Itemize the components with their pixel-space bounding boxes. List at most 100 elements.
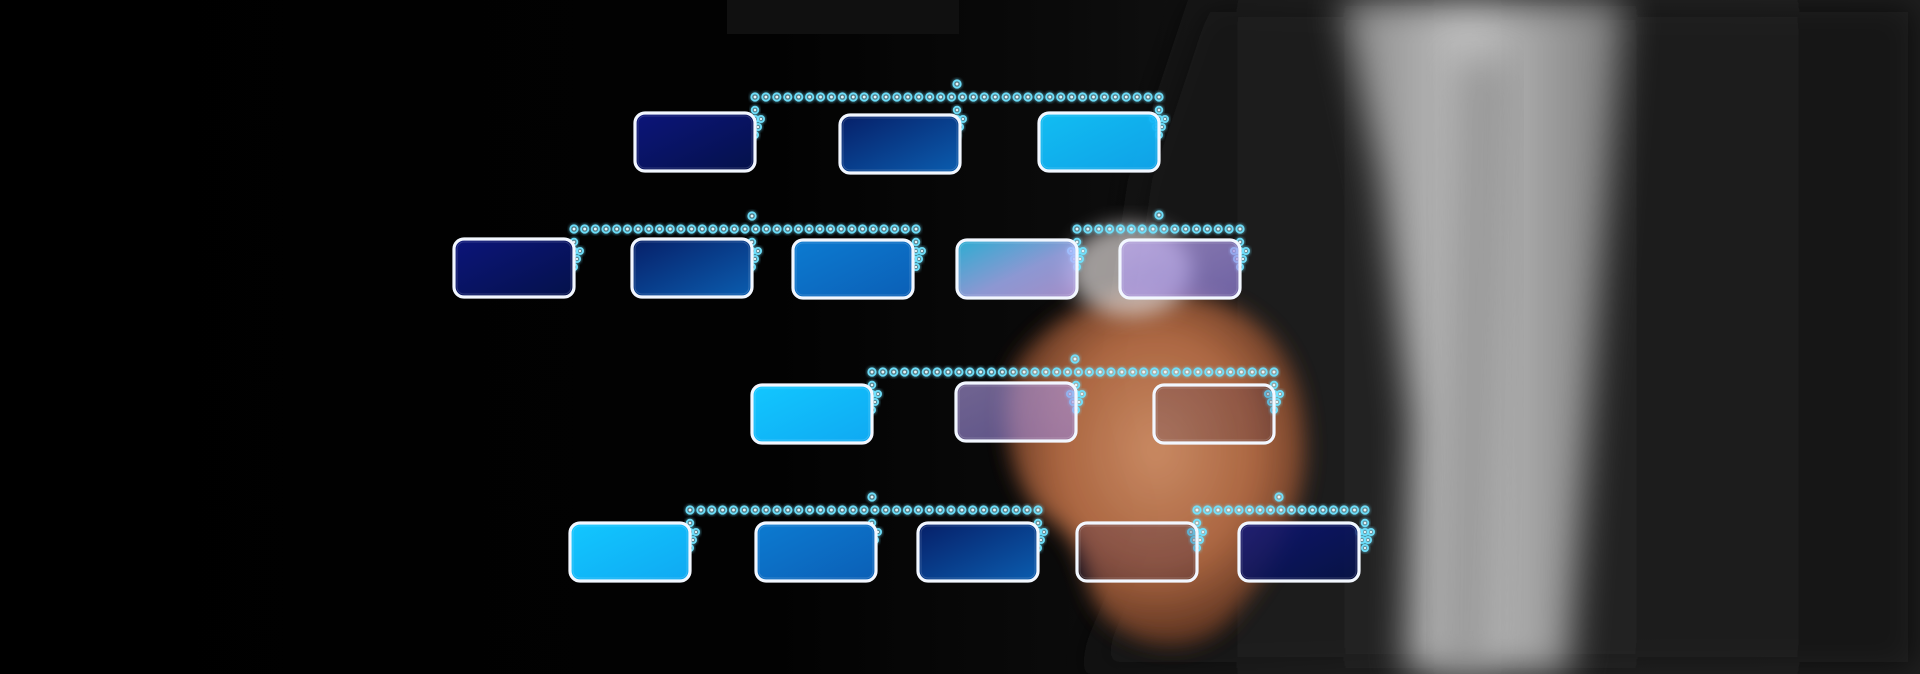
middle-group-connector-dot xyxy=(1084,367,1094,377)
middle-group-connector-dot xyxy=(1106,367,1116,377)
lower-left-group-connector-dot xyxy=(772,505,782,515)
top-group-connector-dot xyxy=(1121,92,1131,102)
lower-right-group-root-dot xyxy=(1274,492,1284,502)
right-subgroup-connector-dot xyxy=(1170,224,1180,234)
lower-left-group-connector-dot xyxy=(750,505,760,515)
lower-left-group-root-dot xyxy=(867,492,877,502)
lower-right-group-connector-dot xyxy=(1360,505,1370,515)
left-subgroup-connector-dot xyxy=(772,224,782,234)
left-subgroup-connector-dot xyxy=(740,224,750,234)
middle-group-arrow-dot xyxy=(874,389,883,398)
right-subgroup-root-dot xyxy=(1154,210,1164,220)
lower-left-group-connector-dot xyxy=(968,505,978,515)
lower-left-group-connector-dot xyxy=(881,505,891,515)
middle-group-connector-dot xyxy=(1193,367,1203,377)
lower-left-group-connector-dot xyxy=(935,505,945,515)
top-group-connector-dot xyxy=(761,92,771,102)
top-group-connector-dot xyxy=(936,92,946,102)
top-group-connector-dot xyxy=(1067,92,1077,102)
lower-left-group-connector-dot xyxy=(924,505,934,515)
top-group-arrow-dot xyxy=(757,115,766,124)
top-group-connector-dot xyxy=(1012,92,1022,102)
top-group-connector-dot xyxy=(804,92,815,102)
lower-left-group-connector-dot xyxy=(859,505,869,515)
left-subgroup-connector-dot xyxy=(900,224,910,234)
top-group-connector-dot xyxy=(1154,92,1164,102)
top-group-connector-dot xyxy=(968,92,978,102)
lower-right-group-connector-dot xyxy=(1234,505,1244,515)
middle-group-connector-dot xyxy=(1236,367,1247,377)
lower-left-group-connector-dot xyxy=(761,505,771,515)
right-subgroup-connector-dot xyxy=(1094,224,1104,234)
left-subgroup-arrow-dot xyxy=(576,246,585,255)
left-subgroup-arrow-dot xyxy=(911,237,921,247)
middle-group-arrow-dot xyxy=(1276,389,1285,398)
middle-group-connector-dot xyxy=(867,367,877,377)
middle-group-connector-dot xyxy=(1269,367,1279,377)
lower-left-group-connector-dot xyxy=(989,505,1000,515)
middle-group-connector-dot xyxy=(1225,367,1236,377)
right-subgroup-connector-dot xyxy=(1202,224,1213,234)
top-group-connector-dot xyxy=(1034,92,1044,102)
lower-right-group-arrow-dot xyxy=(1361,544,1370,553)
left-subgroup-connector-dot xyxy=(622,224,633,234)
lower-left-group-connector-dot xyxy=(707,505,717,515)
top-group-arrow-dot xyxy=(750,105,760,115)
lower-left-group-connector-dot xyxy=(815,505,826,515)
lower-left-group-connector-dot xyxy=(1000,505,1010,515)
box-1 xyxy=(633,111,757,173)
lower-left-group-arrow-dot xyxy=(692,528,701,537)
left-subgroup-connector-dot xyxy=(644,224,654,234)
middle-group-connector-dot xyxy=(1008,367,1018,377)
lower-right-group-connector-dot xyxy=(1328,505,1339,515)
lower-left-group-connector-dot xyxy=(913,505,923,515)
left-subgroup-connector-dot xyxy=(697,224,707,234)
top-group-arrow-dot xyxy=(1154,105,1164,115)
right-subgroup-connector-dot xyxy=(1213,224,1223,234)
left-subgroup-connector-dot xyxy=(751,224,761,234)
top-group-connector-dot xyxy=(892,92,902,102)
middle-group-connector-dot xyxy=(965,367,975,377)
lower-right-group-arrow-dot xyxy=(1360,518,1370,528)
right-subgroup-connector-dot xyxy=(1224,224,1234,234)
lower-right-group-arrow-dot xyxy=(1192,518,1202,528)
lower-right-group-connector-dot xyxy=(1307,505,1318,515)
lower-left-group-connector-dot xyxy=(805,505,815,515)
middle-group-connector-dot xyxy=(1062,367,1073,377)
lower-left-group-connector-dot xyxy=(783,505,793,515)
top-group-connector-dot xyxy=(1023,92,1033,102)
box-2 xyxy=(838,113,962,175)
right-subgroup-connector-dot xyxy=(1148,224,1158,234)
left-subgroup-connector-dot xyxy=(686,224,697,234)
left-subgroup-connector-dot xyxy=(665,224,675,234)
right-subgroup-connector-dot xyxy=(1083,224,1093,234)
box-10 xyxy=(954,381,1078,443)
middle-group-connector-dot xyxy=(1041,367,1051,377)
middle-group-connector-dot xyxy=(889,367,899,377)
lower-left-group-connector-dot xyxy=(739,505,749,515)
box-3 xyxy=(1037,111,1161,173)
left-subgroup-connector-dot xyxy=(879,224,889,234)
lower-right-group-connector-dot xyxy=(1339,505,1349,515)
lower-left-group-connector-dot xyxy=(728,505,739,515)
left-subgroup-connector-dot xyxy=(815,224,825,234)
top-group-connector-dot xyxy=(750,92,760,102)
lower-right-group-connector-dot xyxy=(1213,505,1223,515)
left-subgroup-connector-dot xyxy=(783,224,793,234)
left-subgroup-arrow-dot xyxy=(915,254,924,263)
lower-left-group-connector-dot xyxy=(826,505,836,515)
middle-group-connector-dot xyxy=(1117,367,1127,377)
middle-group-connector-dot xyxy=(1247,367,1257,377)
middle-group-connector-dot xyxy=(1171,367,1181,377)
lower-right-group-connector-dot xyxy=(1265,505,1276,515)
top-group-connector-dot xyxy=(903,92,913,102)
right-subgroup-arrow-dot xyxy=(1242,246,1251,255)
top-group-connector-dot xyxy=(870,92,880,102)
lower-left-group-connector-dot xyxy=(957,505,967,515)
left-subgroup-connector-dot xyxy=(911,224,921,234)
top-group-connector-dot xyxy=(914,92,924,102)
middle-group-connector-dot xyxy=(899,367,910,377)
left-subgroup-connector-dot xyxy=(825,224,836,234)
middle-group-connector-dot xyxy=(910,367,921,377)
